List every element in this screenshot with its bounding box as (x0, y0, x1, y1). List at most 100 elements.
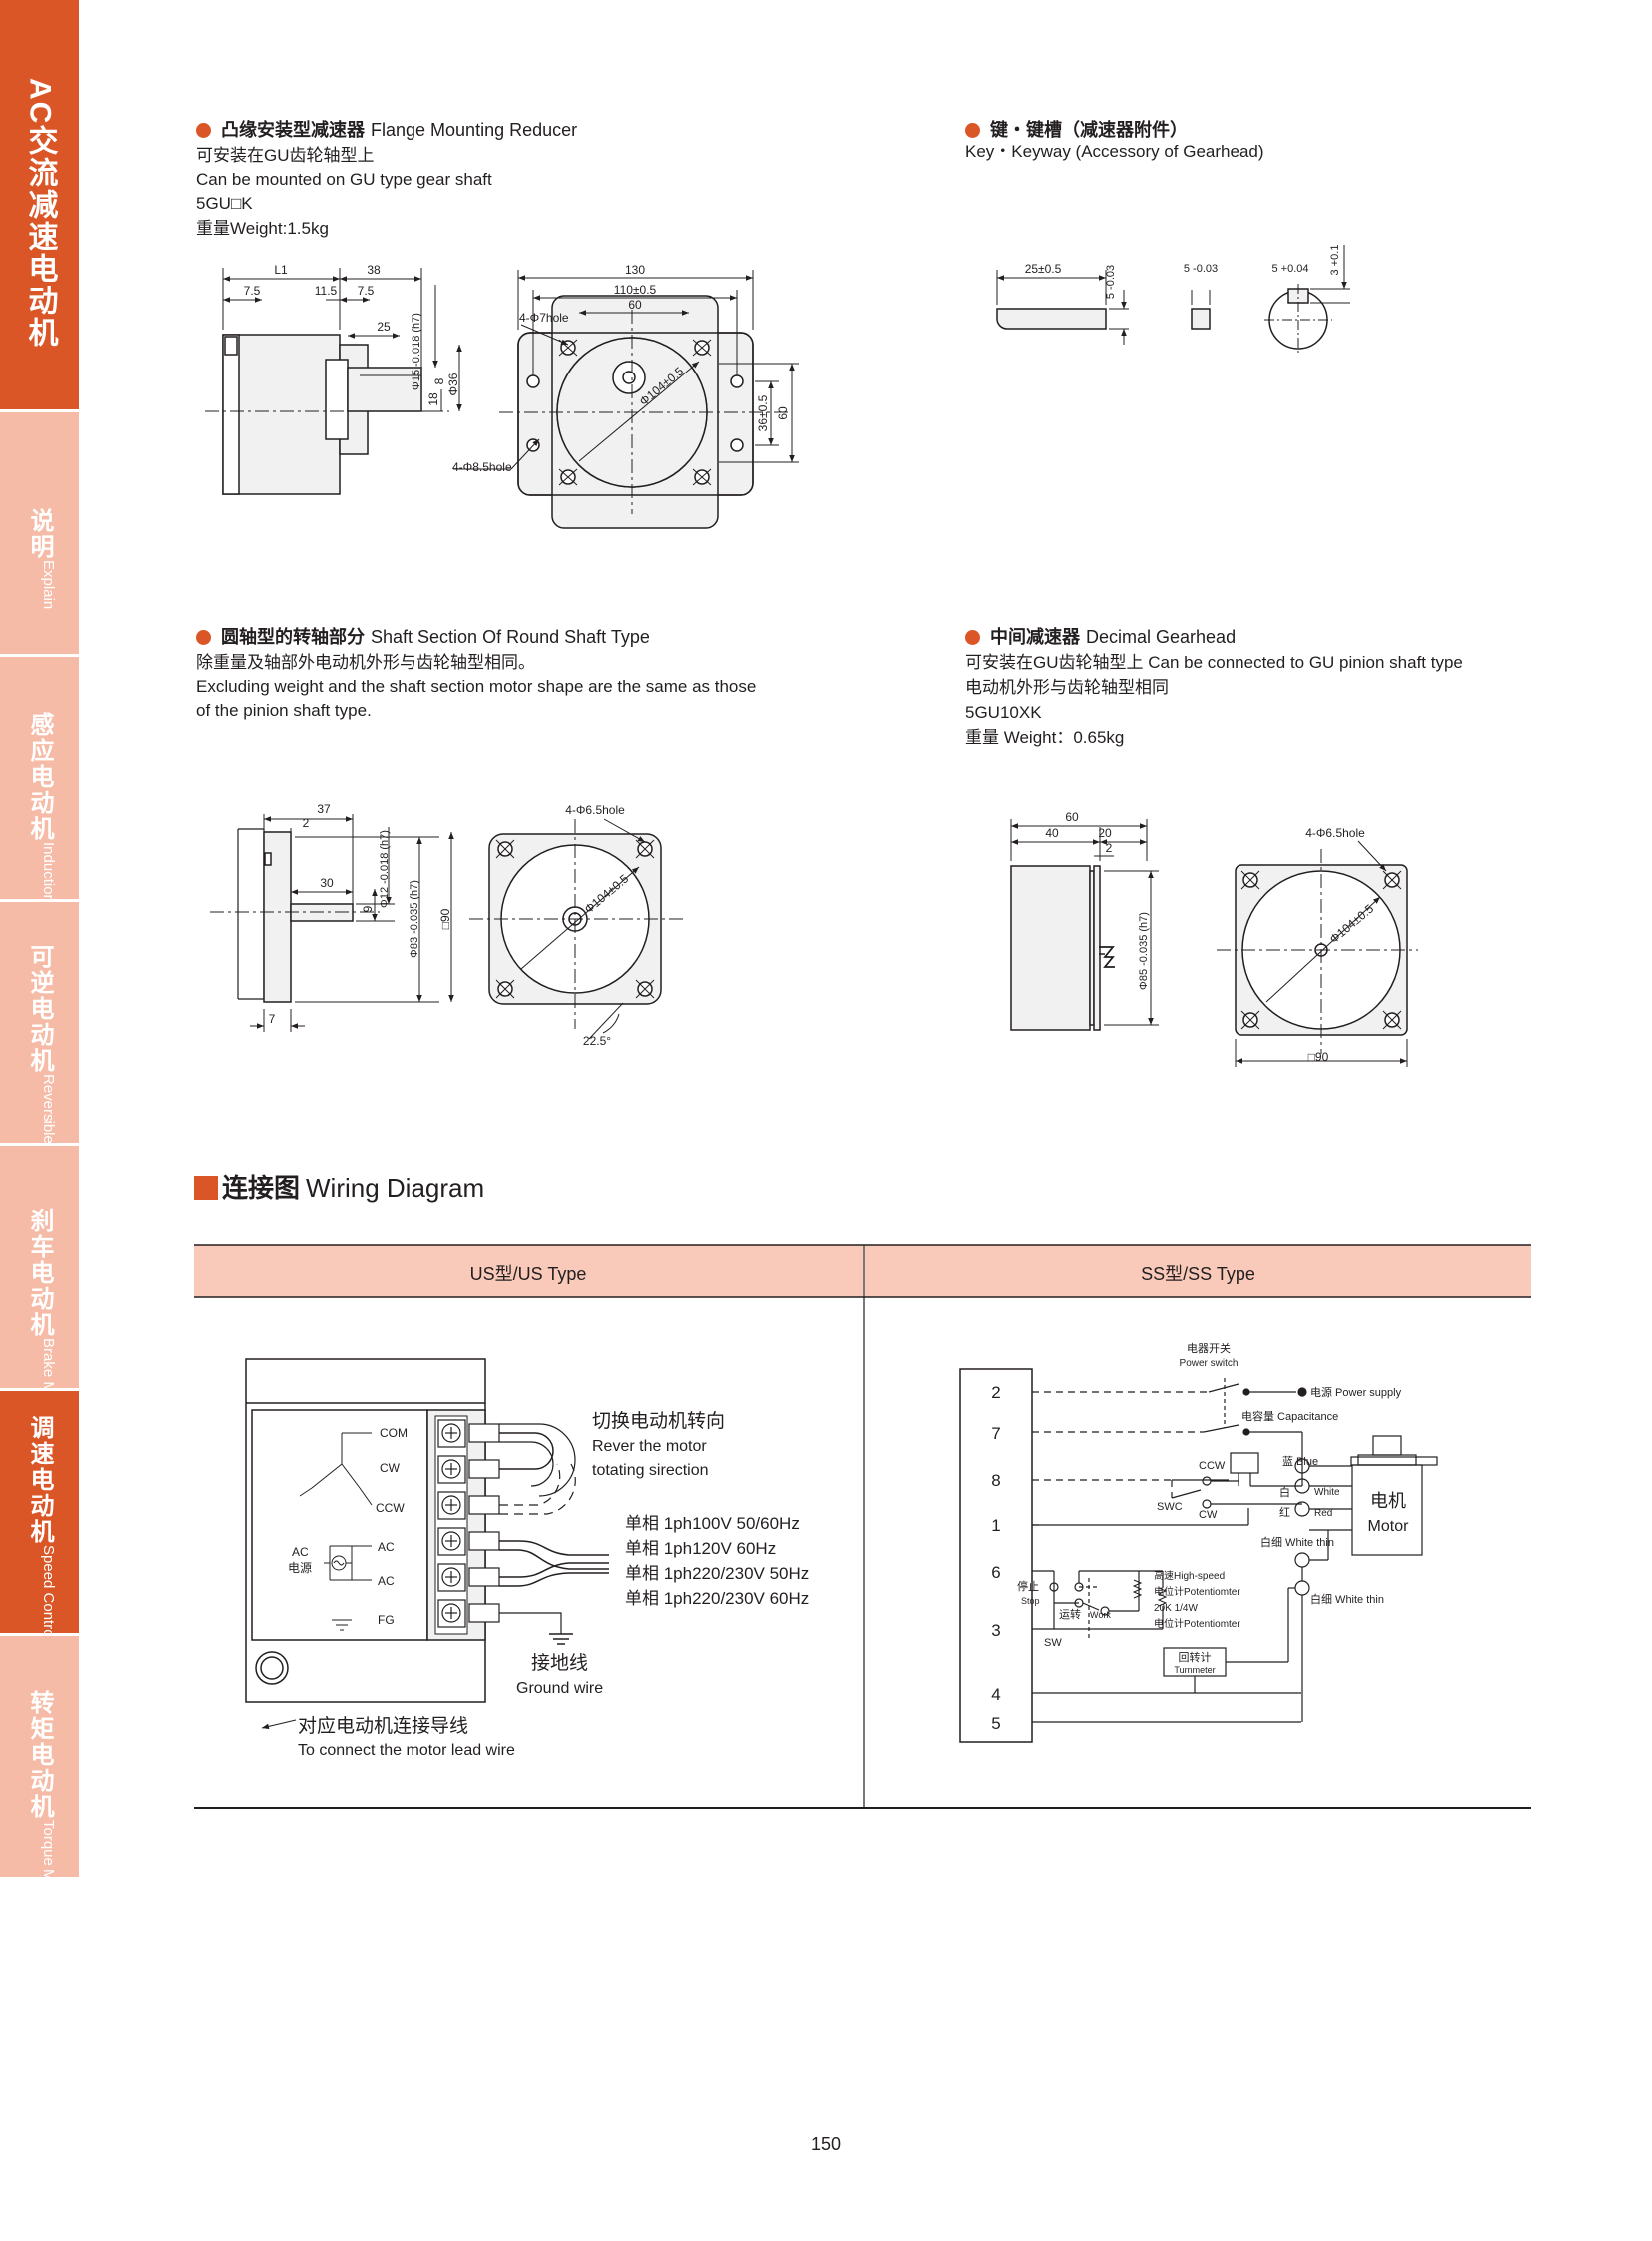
dim-text: Φ15 -0.018 (h7) (411, 313, 422, 390)
sidebar-main-label: AC交流减速电动机 (23, 78, 57, 350)
stop-en: Stop (1021, 1596, 1040, 1606)
cw-label: CW (1199, 1509, 1218, 1521)
dim-text: 2 (303, 816, 310, 830)
ss-wiring-labels: 2 7 8 1 6 3 4 5 电器开关 Power switch 电源 Pow… (991, 1341, 1409, 1733)
dim-text: 25±0.5 (1025, 262, 1062, 276)
dim-text: 4-Φ8.5hole (452, 460, 512, 474)
decimal-front-view (1217, 840, 1418, 1067)
dim-text: 8 (432, 377, 446, 384)
pin-label: 6 (991, 1563, 1000, 1582)
dim-text: Φ12 -0.018 (h7) (379, 830, 391, 908)
bullet-icon (965, 123, 980, 138)
stop-zh: 停止 (1017, 1579, 1039, 1593)
sidebar-item-sublabel: Speed Control Motors (40, 1545, 57, 1633)
wiring-diagrams: COM CW CCW AC 电源 AC AC FG 切换电动机转向 Rever … (194, 1244, 1531, 1809)
bullet-icon (965, 630, 980, 645)
label-com: COM (380, 1426, 408, 1440)
flange-title-zh: 凸缘安装型减速器 (221, 120, 365, 140)
switch-en1: Rever the motor (592, 1438, 707, 1455)
round-line2: Excluding weight and the shaft section m… (196, 677, 757, 696)
dim-text: 3 +0.1 (1329, 245, 1341, 276)
flange-side-view (205, 268, 462, 495)
dim-text: 38 (367, 263, 381, 277)
pot-label-1: 高速High-speed (1154, 1569, 1225, 1582)
square-icon (194, 1176, 218, 1200)
pin-label: 7 (991, 1424, 1000, 1443)
dim-text: 22.5° (583, 1034, 611, 1048)
flange-front-view (453, 270, 799, 529)
dim-text: 4-Φ7hole (519, 311, 569, 325)
pin-label: 5 (991, 1714, 1000, 1733)
bullet-icon (196, 123, 211, 138)
ccw-label: CCW (1199, 1460, 1226, 1472)
ss-header-label: SS型/SS Type (1141, 1264, 1255, 1284)
us-wiring-labels: COM CW CCW AC 电源 AC AC FG 切换电动机转向 Rever … (288, 1410, 809, 1759)
sidebar-item-label: 说明 (26, 508, 53, 560)
dim-text: 5 +0.04 (1271, 263, 1308, 275)
decimal-line1: 可安装在GU齿轮轴型上 Can be connected to GU pinio… (965, 653, 1463, 672)
motor-en: Motor (1368, 1518, 1410, 1535)
pot-label-3: 20K 1/4W (1154, 1603, 1198, 1614)
pot-label-2: 电位计Potentiomter (1154, 1585, 1240, 1598)
white-thin-label: 白细 White thin (1260, 1535, 1334, 1549)
voltage-1: 单相 1ph100V 50/60Hz (625, 1514, 800, 1533)
us-header-label: US型/US Type (469, 1264, 587, 1284)
swc-label: SWC (1157, 1501, 1183, 1513)
us-wiring (245, 1358, 609, 1730)
label-ac-zh: 电源 (288, 1561, 312, 1575)
dim-text: 7.5 (358, 284, 375, 298)
decimal-line2: 电动机外形与齿轮轴型相同 (965, 678, 1169, 697)
round-title-en: Shaft Section Of Round Shaft Type (371, 627, 650, 647)
switch-zh: 切换电动机转向 (592, 1410, 725, 1432)
dim-text: 25 (377, 320, 391, 334)
round-line3: of the pinion shaft type. (196, 701, 372, 720)
flange-side-dims: L1 38 7.5 11.5 7.5 25 Φ15 -0.018 (h7) Φ3… (244, 263, 460, 406)
dim-text: 11.5 (315, 284, 338, 298)
sidebar-item-sublabel: Brake Motors (40, 1338, 57, 1388)
wiring-title-en: Wiring Diagram (306, 1173, 485, 1203)
dim-text: 18 (426, 392, 440, 406)
pin-label: 3 (991, 1621, 1000, 1640)
sidebar-main-tab[interactable]: AC交流减速电动机 (0, 0, 79, 409)
flange-line2: Can be mounted on GU type gear shaft (196, 170, 492, 189)
voltage-4: 单相 1ph220/230V 60Hz (625, 1589, 809, 1608)
dim-text: 60 (628, 298, 642, 312)
dim-text: 30 (320, 876, 334, 890)
us-type-header: US型/US Type (194, 1245, 863, 1297)
key-dims: 25±0.5 5 -0.03 5 -0.03 5 +0.04 3 +0.1 (1025, 245, 1341, 300)
round-front-view (469, 818, 684, 1040)
dim-text: 7 (269, 1012, 276, 1026)
power-switch-zh: 电器开关 (1187, 1341, 1231, 1355)
dim-text: 4-Φ6.5hole (565, 803, 625, 817)
ground-zh: 接地线 (531, 1652, 588, 1674)
sidebar-item-label: 刹车电动机 (26, 1208, 53, 1338)
label-cw: CW (380, 1461, 401, 1475)
pin-label: 2 (991, 1383, 1000, 1402)
sw-label: SW (1044, 1637, 1062, 1649)
work-en: Work (1090, 1610, 1111, 1620)
label-ac: AC (292, 1545, 309, 1559)
dim-text: 5 -0.03 (1184, 263, 1218, 275)
dim-text: □90 (438, 908, 452, 929)
ground-en: Ground wire (516, 1680, 603, 1697)
dim-text: 36±0.5 (756, 394, 770, 431)
lead-en: To connect the motor lead wire (298, 1742, 515, 1759)
voltage-3: 单相 1ph220/230V 50Hz (625, 1564, 809, 1583)
pin-label: 4 (991, 1685, 1000, 1704)
sidebar-item-sublabel: Reversible Motors (40, 1074, 57, 1143)
round-title-zh: 圆轴型的转轴部分 (221, 627, 365, 647)
page-number: 150 (810, 2134, 842, 2154)
decimal-line3: 5GU10XK (965, 703, 1042, 722)
pot-label-4: 电位计Potentiomter (1154, 1617, 1240, 1630)
sidebar-item-label: 可逆电动机 (26, 944, 53, 1074)
key-section-title: 键・键槽（减速器附件） (965, 116, 1194, 142)
switch-en2: totating sirection (592, 1462, 709, 1479)
round-section-title: 圆轴型的转轴部分 Shaft Section Of Round Shaft Typ… (196, 623, 650, 649)
dim-text: □90 (1308, 1050, 1329, 1064)
